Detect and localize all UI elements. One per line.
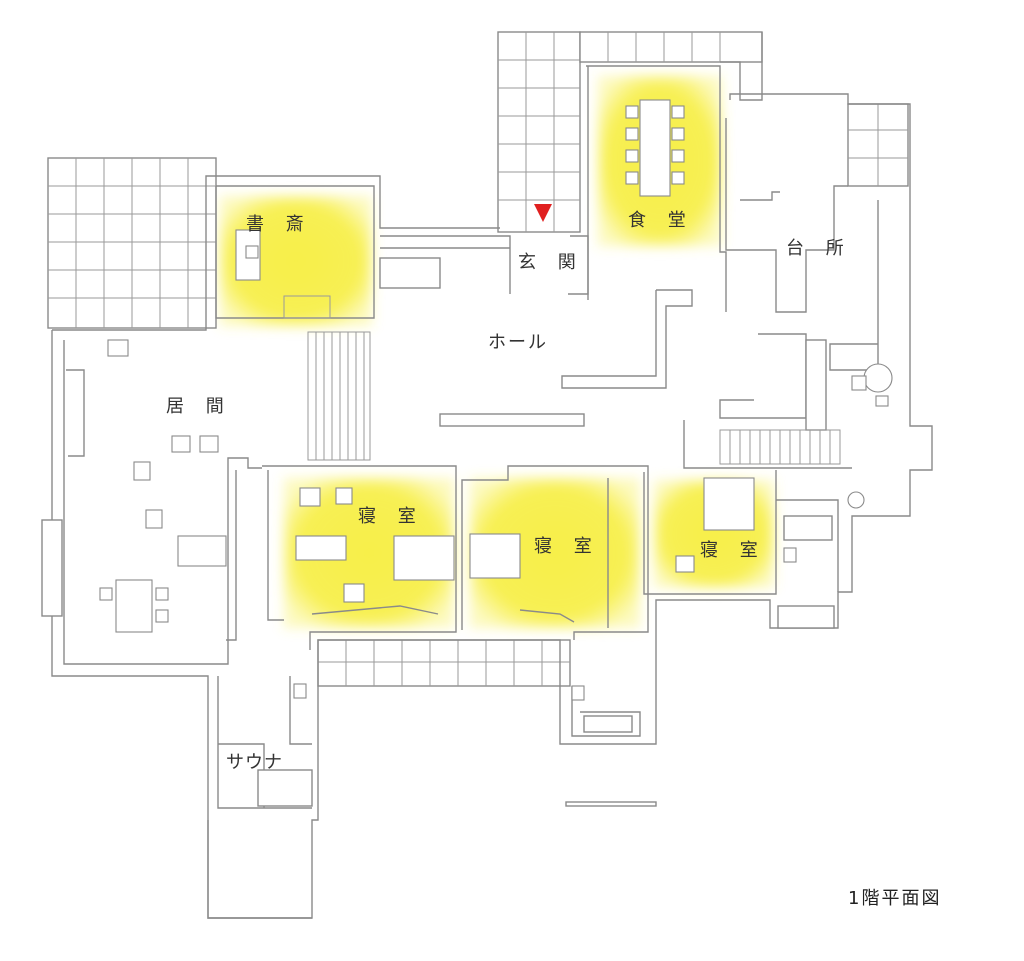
stairs-left — [307, 331, 371, 461]
stairs-right — [719, 429, 841, 465]
label-sauna: サウナ — [226, 752, 283, 773]
living-table — [115, 579, 153, 633]
terrace-bottom — [317, 639, 571, 687]
plan-caption: 1階平面図 — [848, 888, 941, 909]
label-hall: ホール — [488, 332, 548, 353]
terrace-top — [497, 31, 763, 233]
terrace-left — [47, 157, 217, 329]
label-bedroom-1: 寝 室 — [358, 506, 424, 527]
label-kitchen: 台 所 — [786, 238, 852, 259]
furniture — [99, 99, 893, 701]
label-bedroom-3: 寝 室 — [700, 540, 766, 561]
terrace-right — [847, 103, 909, 187]
label-entrance: 玄 関 — [518, 252, 584, 273]
dining-chairs — [625, 105, 685, 185]
entrance-marker-icon — [534, 204, 552, 222]
dining-table — [639, 99, 671, 197]
label-dining: 食 堂 — [628, 210, 694, 231]
label-living: 居 間 — [166, 396, 232, 417]
label-study: 書 斎 — [246, 214, 312, 235]
label-bedroom-2: 寝 室 — [534, 536, 600, 557]
room-labels: 書 斎 食 堂 玄 関 台 所 ホール 居 間 寝 室 寝 室 寝 室 サウナ — [166, 210, 852, 773]
walls — [41, 65, 933, 919]
